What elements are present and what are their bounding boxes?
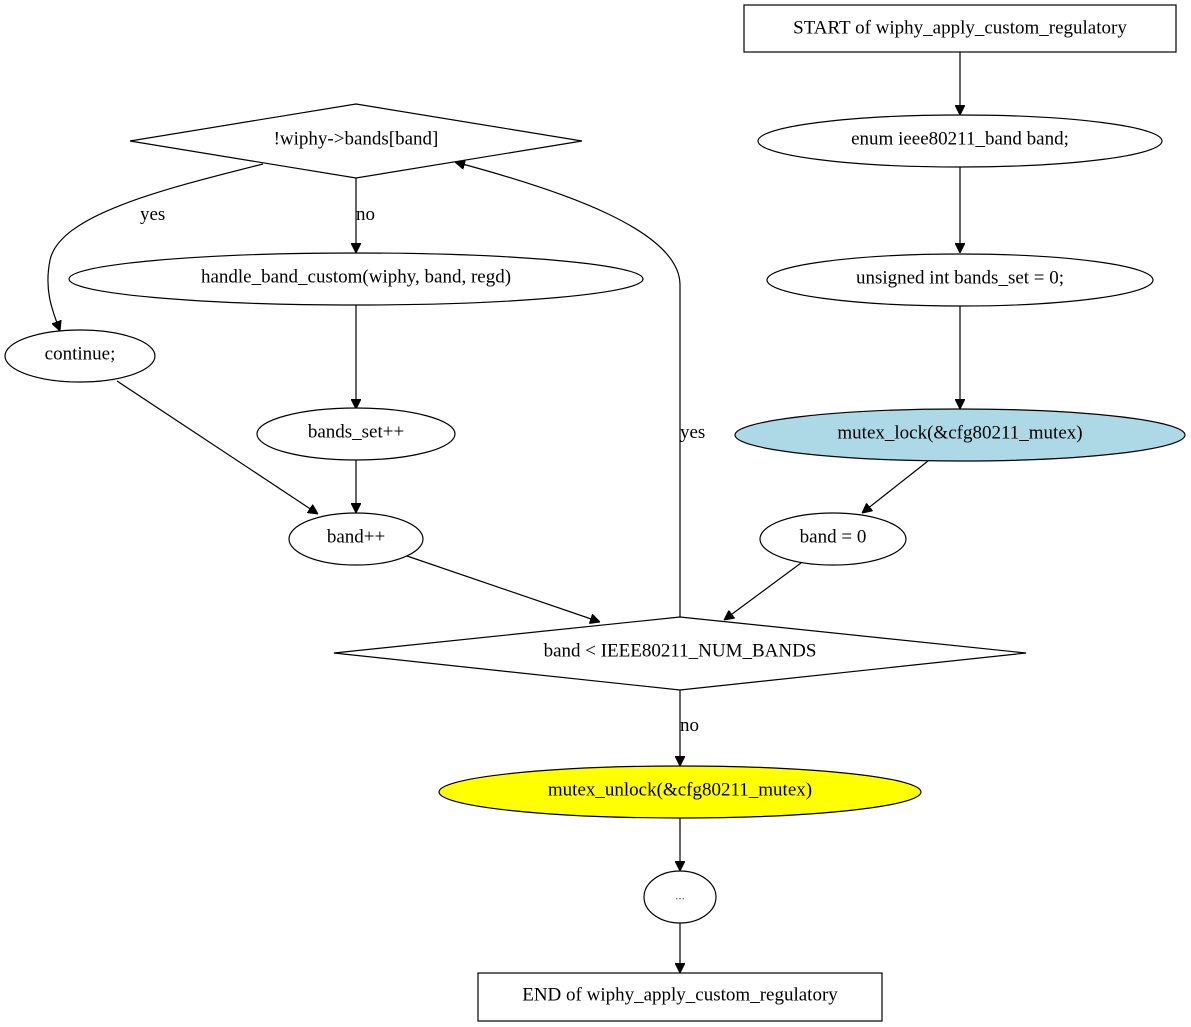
node-bands-set-init-label: unsigned int bands_set = 0; [856,268,1064,289]
edge-band-inc-to-loop-cond [406,555,600,622]
node-loop-cond-label: band < IEEE80211_NUM_BANDS [544,641,817,662]
node-start-label: START of wiphy_apply_custom_regulatory [793,18,1127,39]
node-mutex-lock: mutex_lock(&cfg80211_mutex) [734,408,1186,462]
node-handle-band-label: handle_band_custom(wiphy, band, regd) [201,267,511,288]
node-handle-band: handle_band_custom(wiphy, band, regd) [68,252,644,306]
node-bands-set-inc: bands_set++ [256,407,456,461]
node-enum-band: enum ieee80211_band band; [757,114,1163,168]
node-bands-set-init: unsigned int bands_set = 0; [766,253,1154,307]
node-check-band-label: !wiphy->bands[band] [274,129,439,150]
node-mutex-unlock-label: mutex_unlock(&cfg80211_mutex) [548,780,812,801]
edge-loop-cond-yes-to-check-band [455,162,681,617]
node-start: START of wiphy_apply_custom_regulatory [743,4,1177,53]
node-band-inc: band++ [288,512,424,566]
node-loop-cond: band < IEEE80211_NUM_BANDS [333,616,1027,691]
edge-mutex-lock-to-band-zero [862,460,929,513]
edge-label-loop-cond-yes: yes [680,422,705,443]
node-ellipsis-label: ... [675,888,685,903]
node-ellipsis: ... [643,870,717,924]
edge-check-band-yes-to-continue [47,163,264,331]
node-mutex-unlock: mutex_unlock(&cfg80211_mutex) [438,765,922,819]
node-band-inc-label: band++ [327,527,385,548]
node-end: END of wiphy_apply_custom_regulatory [477,972,883,1022]
node-mutex-lock-label: mutex_lock(&cfg80211_mutex) [837,423,1082,444]
node-check-band: !wiphy->bands[band] [129,103,583,179]
node-continue-label: continue; [45,344,116,365]
edge-label-check-band-no: no [356,204,375,225]
edge-label-check-band-yes: yes [140,204,165,225]
edge-label-loop-cond-no: no [680,715,699,736]
edge-continue-to-band-inc [116,380,318,514]
node-bands-set-inc-label: bands_set++ [308,422,404,443]
edge-band-zero-to-loop-cond [724,562,802,620]
node-band-zero: band = 0 [759,512,907,566]
node-end-label: END of wiphy_apply_custom_regulatory [522,985,838,1006]
node-band-zero-label: band = 0 [800,527,867,548]
node-enum-band-label: enum ieee80211_band band; [851,129,1069,150]
node-continue: continue; [4,329,156,383]
